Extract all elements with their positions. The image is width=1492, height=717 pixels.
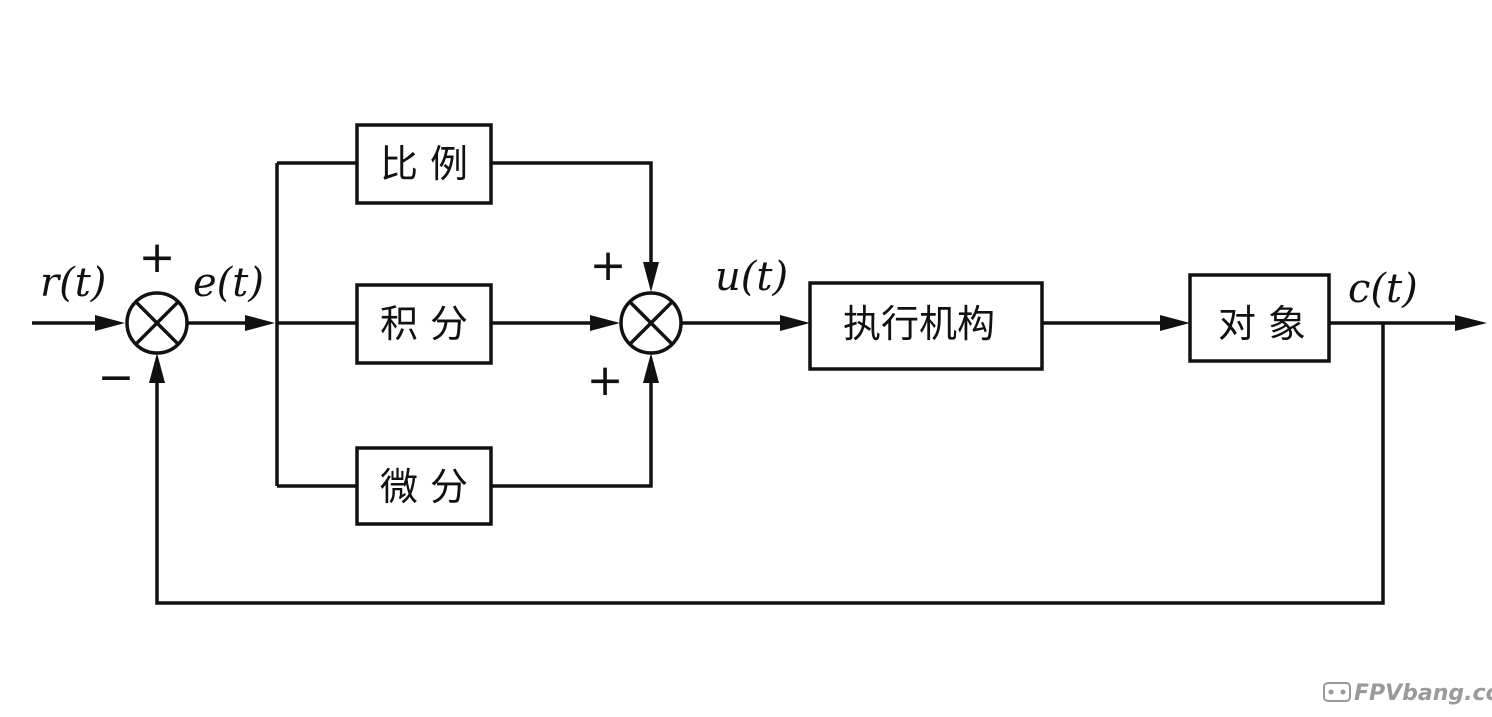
plant-label: 对 象 [1218, 302, 1306, 346]
integral-block: 积 分 [355, 283, 493, 365]
proportional-block: 比 例 [355, 123, 493, 205]
derivative-arrow [643, 353, 659, 383]
error-arrow [245, 315, 275, 331]
watermark-text: FPVbang.com [1354, 681, 1492, 706]
error-signal-label: e(t) [193, 260, 264, 306]
sum1-minus-sign: − [98, 352, 135, 403]
feedback-line [155, 323, 1385, 605]
derivative-label: 微 分 [380, 465, 468, 509]
sum1-plus-sign: + [139, 232, 176, 283]
proportional-label: 比 例 [380, 142, 468, 186]
control-signal-label: u(t) [715, 254, 788, 300]
input-signal-label: r(t) [40, 260, 106, 306]
actuator-label: 执行机构 [843, 302, 995, 346]
sum2-bottom-plus-sign: + [587, 355, 624, 406]
sum2-top-plus-sign: + [590, 240, 627, 291]
derivative-out-line [491, 370, 653, 488]
output-arrow [1455, 315, 1487, 331]
watermark-logo: FPVbang.com [1323, 681, 1492, 706]
output-signal-label: c(t) [1348, 266, 1418, 312]
feedback-arrow [149, 353, 165, 383]
input-arrow [95, 315, 125, 331]
proportional-out-line [491, 161, 653, 275]
actuator-arrow [1160, 315, 1190, 331]
summing-junction-1 [125, 291, 189, 355]
integral-label: 积 分 [380, 302, 468, 346]
summing-junction-2 [619, 291, 683, 355]
proportional-arrow [643, 262, 659, 292]
actuator-block: 执行机构 [808, 281, 1044, 371]
control-arrow [780, 315, 810, 331]
plant-block: 对 象 [1188, 273, 1331, 363]
integral-arrow [590, 315, 620, 331]
derivative-block: 微 分 [355, 446, 493, 526]
